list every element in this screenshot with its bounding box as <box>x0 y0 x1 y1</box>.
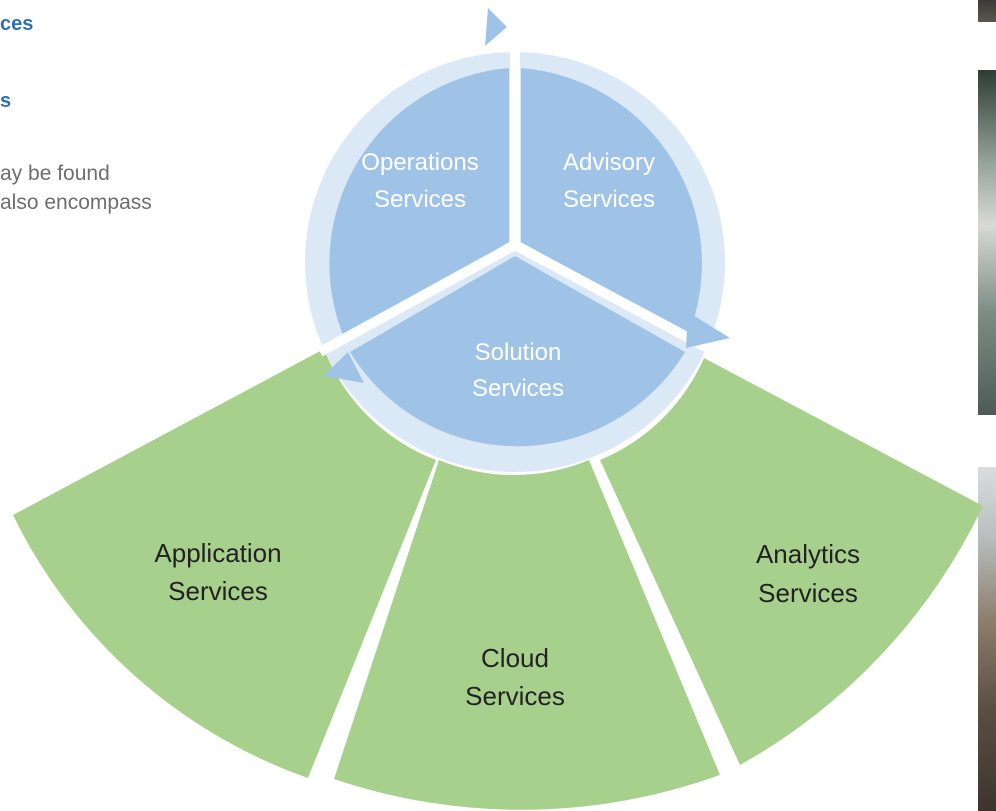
photo-top <box>978 0 996 22</box>
photo-bottom <box>978 467 996 811</box>
body-text-line-2: also encompass <box>0 191 152 214</box>
label-advisory-line1: Advisory <box>563 149 655 176</box>
label-application-line2: Services <box>168 576 268 606</box>
label-application-line1: Application <box>154 538 281 568</box>
cycle-separators <box>317 35 718 357</box>
label-solution-line1: Solution <box>475 339 562 366</box>
fan-segment-application <box>13 349 436 778</box>
label-analytics-line1: Analytics <box>756 539 860 569</box>
label-operations-line2: Services <box>374 186 466 213</box>
section-heading: ces <box>0 13 34 35</box>
cycle-segment-solution <box>350 256 685 447</box>
label-advisory-line2: Services <box>563 186 655 213</box>
label-analytics-line2: Services <box>758 578 858 608</box>
arrow-head-right-icon <box>686 312 730 348</box>
photo-middle <box>978 70 996 415</box>
label-cloud-line2: Services <box>465 681 565 711</box>
label-operations-line1: Operations <box>361 149 478 176</box>
label-solution-line2: Services <box>472 375 564 402</box>
fan-segment-cloud <box>334 460 720 810</box>
cycle-segment-advisory <box>521 68 702 336</box>
arrow-head-top-icon <box>485 8 507 46</box>
section-subheading: s <box>0 90 12 112</box>
cycle-segment-operations <box>329 68 509 340</box>
fan-segment-analytics <box>600 358 983 765</box>
arrow-head-left-icon <box>323 352 364 383</box>
label-cloud-line1: Cloud <box>481 643 549 673</box>
body-text-line-1: ay be found <box>0 162 110 185</box>
